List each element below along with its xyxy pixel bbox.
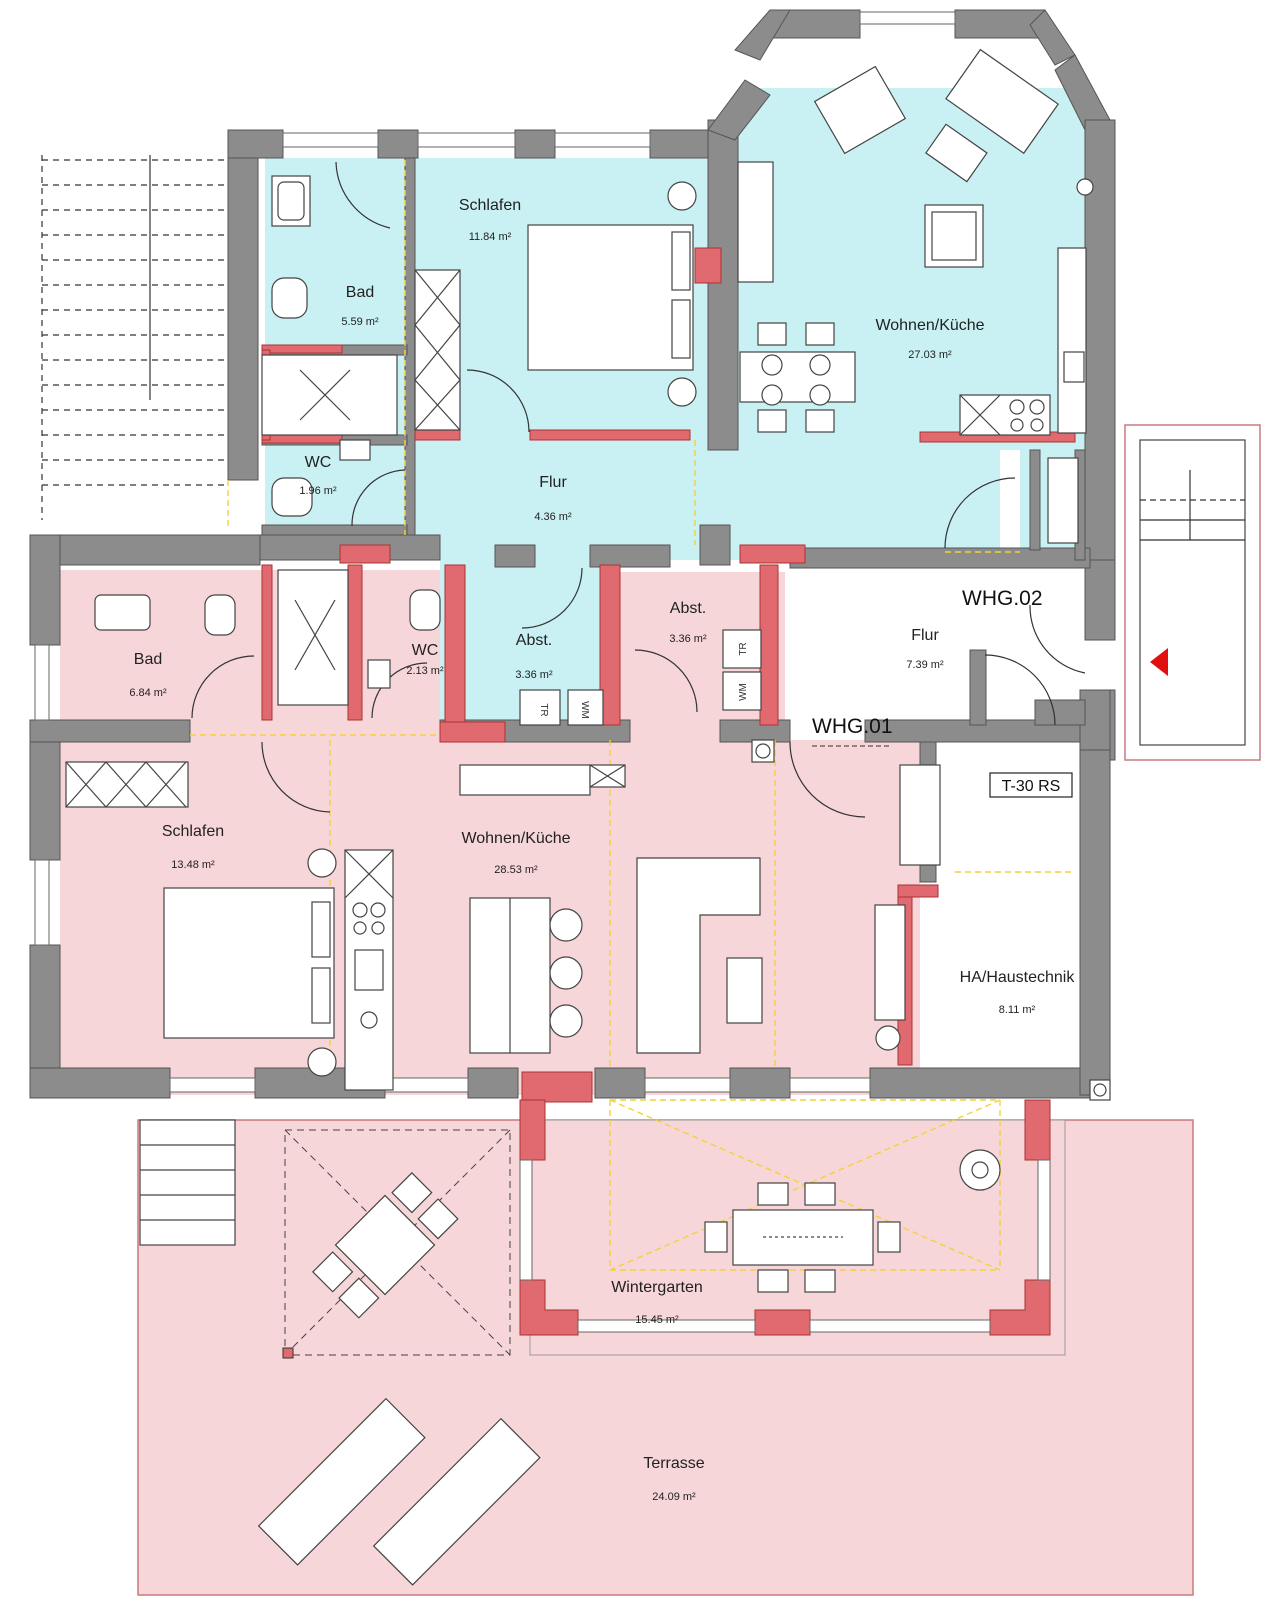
label-wm-right: WM xyxy=(738,683,749,701)
unit-label-whg02: WHG.02 xyxy=(962,587,1043,610)
room-name-abst-mid-right: Abst. xyxy=(670,600,706,617)
room-name-schlafen-top: Schlafen xyxy=(459,197,521,214)
furniture-terrace xyxy=(139,1119,1001,1586)
room-name-wc-top: WC xyxy=(305,454,332,471)
room-area-wohnen-top: 27.03 m² xyxy=(908,349,952,361)
room-area-schlafen-top: 11.84 m² xyxy=(469,231,512,243)
room-name-wc-bottom: WC xyxy=(412,642,439,659)
stairs-right xyxy=(1124,424,1261,761)
room-name-bad-top: Bad xyxy=(346,284,374,301)
windows xyxy=(34,11,1051,1333)
room-name-abst-mid-left: Abst. xyxy=(516,632,552,649)
label-tr-right: TR xyxy=(738,642,749,655)
room-area-haustechnik: 8.11 m² xyxy=(999,1004,1036,1016)
entrance-arrow-icon xyxy=(1150,648,1168,676)
room-name-wohnen-top: Wohnen/Küche xyxy=(875,317,984,334)
door-rating-label: T-30 RS xyxy=(989,772,1073,798)
walls xyxy=(29,9,1116,1099)
room-area-schlafen-bottom: 13.48 m² xyxy=(171,859,215,871)
room-labels: Schlafen 11.84 m² Bad 5.59 m² WC 1.96 m²… xyxy=(129,197,1075,1503)
room-area-abst-mid-right: 3.36 m² xyxy=(669,633,707,645)
room-area-terrasse: 24.09 m² xyxy=(652,1491,696,1503)
furniture-bottom xyxy=(65,569,1111,1101)
label-tr-left: TR xyxy=(538,703,549,716)
room-area-bad-top: 5.59 m² xyxy=(341,316,379,328)
room-area-bad-bottom: 6.84 m² xyxy=(129,687,167,699)
red-walls xyxy=(261,247,1076,1336)
room-name-bad-bottom: Bad xyxy=(134,651,162,668)
room-name-wintergarten: Wintergarten xyxy=(611,1279,703,1296)
room-area-abst-mid-left: 3.36 m² xyxy=(515,669,553,681)
room-area-flur-top: 4.36 m² xyxy=(534,511,572,523)
room-name-wohnen-bottom: Wohnen/Küche xyxy=(461,830,570,847)
stairs-left xyxy=(41,155,225,520)
room-name-flur-right: Flur xyxy=(911,627,939,644)
room-area-wc-bottom: 2.13 m² xyxy=(406,665,444,677)
room-name-haustechnik: HA/Haustechnik xyxy=(960,969,1076,986)
door-rating-text: T-30 RS xyxy=(1002,778,1061,795)
room-area-wintergarten: 15.45 m² xyxy=(635,1314,679,1326)
room-area-flur-right: 7.39 m² xyxy=(906,659,944,671)
room-area-wohnen-bottom: 28.53 m² xyxy=(494,864,538,876)
furniture-top xyxy=(261,48,1094,544)
room-name-schlafen-bottom: Schlafen xyxy=(162,823,224,840)
unit-label-whg01: WHG.01 xyxy=(812,715,893,738)
room-area-wc-top: 1.96 m² xyxy=(299,485,337,497)
label-wm-left: WM xyxy=(579,701,590,719)
zone-haustechnik xyxy=(920,760,1105,1095)
room-name-flur-top: Flur xyxy=(539,474,567,491)
zone-whg02 xyxy=(262,88,1106,740)
room-name-terrasse: Terrasse xyxy=(643,1455,704,1472)
